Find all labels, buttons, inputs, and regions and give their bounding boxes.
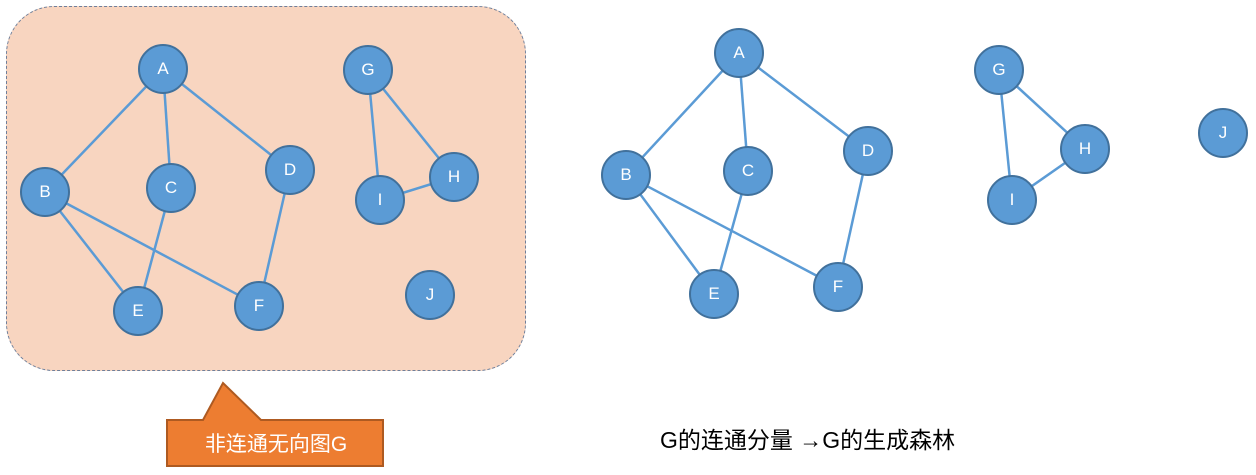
forest-node-g: G: [974, 45, 1024, 95]
callout-shape: [166, 381, 384, 467]
forest-node-e: E: [689, 269, 739, 319]
forest-node-b: B: [601, 150, 651, 200]
forest-node-a: A: [714, 28, 764, 78]
forest-node-i: I: [987, 175, 1037, 225]
graph-edge-b-f: [44, 190, 260, 308]
graph-edge-a-b: [44, 68, 164, 193]
forest-node-j: J: [1198, 108, 1248, 158]
caption-text: G的连通分量 →G的生成森林: [660, 427, 956, 453]
forest-edge-a-b: [625, 52, 740, 176]
graph-node-g: G: [343, 45, 393, 95]
graph-node-i: I: [355, 175, 405, 225]
forest-node-c: C: [723, 146, 773, 196]
graph-node-h: H: [429, 152, 479, 202]
graph-edge-a-d: [162, 68, 291, 171]
graph-node-f: F: [234, 281, 284, 331]
forest-node-f: F: [813, 262, 863, 312]
graph-node-j: J: [405, 270, 455, 320]
graph-node-c: C: [146, 163, 196, 213]
callout-label: 非连通无向图G: [204, 433, 348, 456]
graph-node-e: E: [113, 286, 163, 336]
graph-node-b: B: [20, 167, 70, 217]
forest-edge-a-d: [738, 52, 869, 152]
forest-node-d: D: [843, 126, 893, 176]
graph-node-a: A: [138, 44, 188, 94]
forest-node-h: H: [1060, 124, 1110, 174]
graph-node-d: D: [265, 145, 315, 195]
